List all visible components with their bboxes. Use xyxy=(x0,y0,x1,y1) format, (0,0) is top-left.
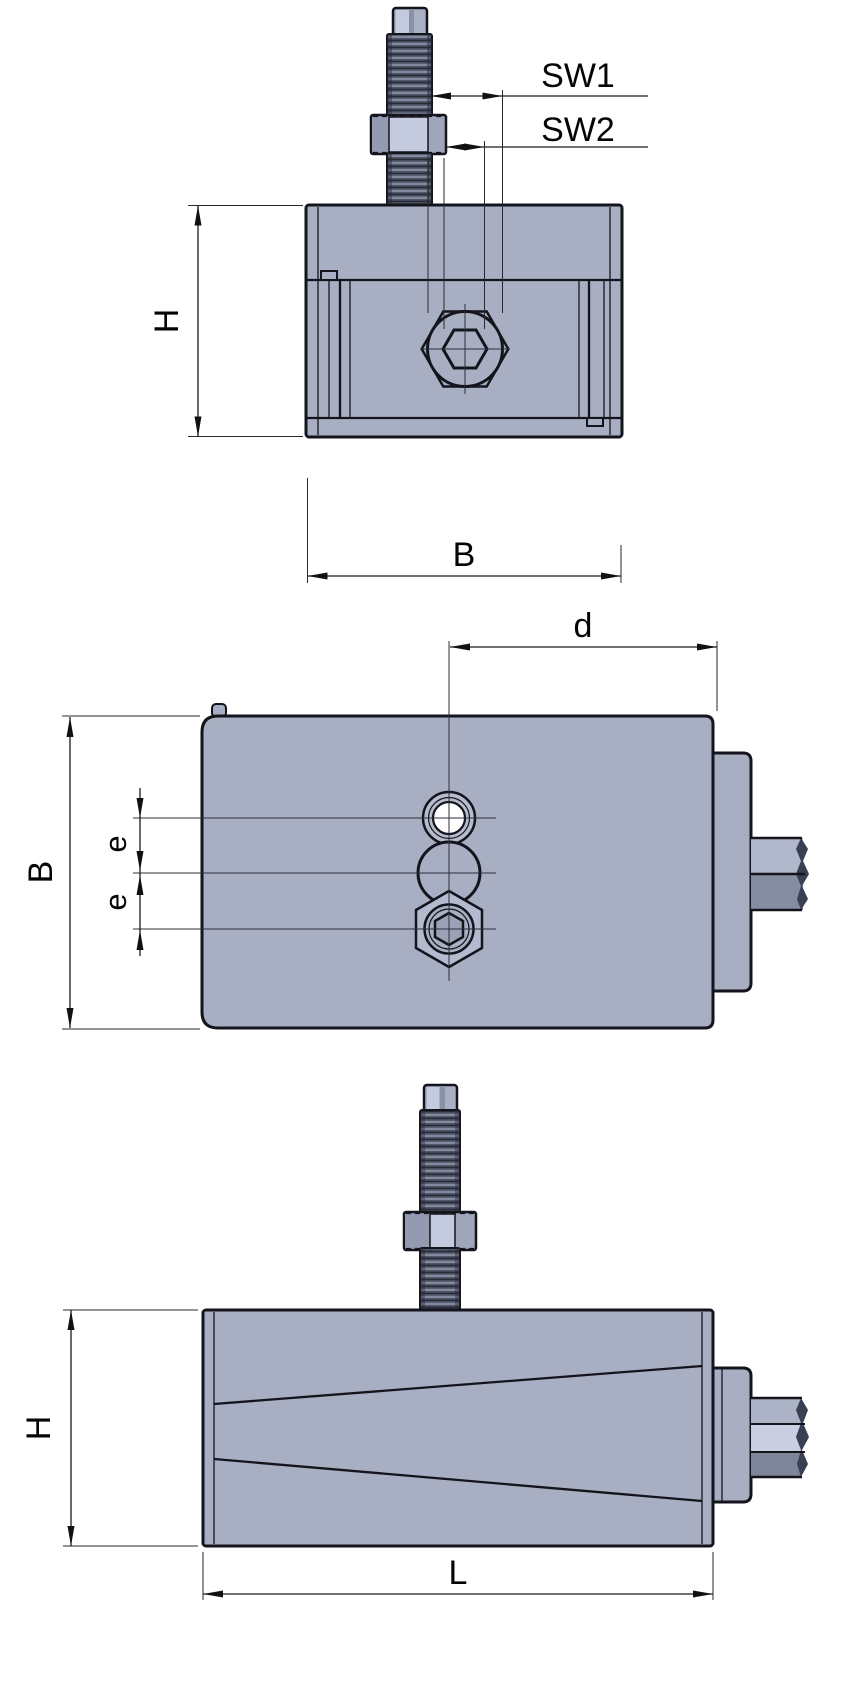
top-shaft xyxy=(751,836,809,912)
dimension-sw2: SW2 xyxy=(443,111,648,329)
shaft-top-half xyxy=(751,838,803,874)
h-side-arrow-bottom xyxy=(67,1526,75,1546)
sw2-arrow-right xyxy=(464,143,485,151)
side-view: H L xyxy=(20,1083,809,1600)
dim-label-b-front: B xyxy=(453,536,476,574)
dimension-l: L xyxy=(202,1552,714,1600)
front-housing xyxy=(304,203,624,439)
dimension-h-side: H xyxy=(20,1309,198,1547)
b-front-arrow-right xyxy=(601,572,621,580)
dimension-e-stack: e e xyxy=(98,788,144,956)
side-body xyxy=(201,1308,715,1548)
side-thread-shade-r xyxy=(455,1110,460,1214)
sw2-arrow-left xyxy=(446,143,466,151)
side-shaft-facet-top xyxy=(751,1398,801,1424)
stud-head-highlight xyxy=(396,10,409,34)
front-threaded-stud xyxy=(369,6,448,207)
side-stud-head-facet xyxy=(440,1086,445,1111)
dimension-h-front: H xyxy=(148,205,303,437)
d-arrow-left xyxy=(450,643,470,651)
nut-facet-center xyxy=(388,116,429,153)
side-thread-shade-l xyxy=(420,1110,425,1214)
top-view: d B e e xyxy=(22,607,809,1030)
e-arrow-4 xyxy=(136,930,144,950)
sw1-arrow-right xyxy=(482,92,503,100)
dim-label-l: L xyxy=(449,1554,468,1592)
side-thread-shade-l2 xyxy=(420,1248,425,1312)
e-arrow-2 xyxy=(136,851,144,871)
h-front-arrow-top xyxy=(194,205,202,226)
dim-label-sw2: SW2 xyxy=(541,111,615,149)
side-nut-facet-center xyxy=(429,1213,456,1249)
front-view: SW1 SW2 H B xyxy=(148,6,648,583)
nut-facet-left xyxy=(372,117,389,152)
b-top-arrow-top xyxy=(66,717,74,737)
thread-shade-right2 xyxy=(427,153,432,206)
stud-thread-lower xyxy=(386,152,433,207)
dim-label-e-lower: e xyxy=(98,893,133,910)
dim-label-h-front: H xyxy=(148,309,186,334)
thread-shade-left2 xyxy=(387,153,392,206)
l-arrow-left xyxy=(203,1590,223,1598)
thread-shade-right xyxy=(427,34,432,118)
side-nut-facet-left xyxy=(405,1214,430,1248)
side-thread-lower xyxy=(419,1247,461,1313)
dim-label-d: d xyxy=(574,607,593,645)
side-stud-head-highlight xyxy=(427,1087,439,1110)
side-shaft-break-edge xyxy=(796,1398,809,1477)
shaft-bottom-half xyxy=(751,874,803,910)
dimension-sw1: SW1 xyxy=(427,57,648,313)
side-taper-line-lower xyxy=(213,1457,703,1503)
dim-label-sw1: SW1 xyxy=(541,57,615,95)
e-arrow-3 xyxy=(136,875,144,895)
side-flange xyxy=(711,1366,753,1504)
sw1-arrow-left xyxy=(431,92,451,100)
thread-shade-left xyxy=(387,34,392,118)
stud-thread-upper xyxy=(386,33,433,119)
side-thread-shade-r2 xyxy=(455,1248,460,1312)
stud-head-facet-line xyxy=(409,9,414,35)
dim-label-h-side: H xyxy=(20,1416,58,1441)
h-side-arrow-top xyxy=(67,1310,75,1330)
side-shaft-facet-mid xyxy=(751,1424,801,1452)
h-front-arrow-bottom xyxy=(194,416,202,437)
d-arrow-right xyxy=(697,643,717,651)
side-taper-line-upper xyxy=(213,1364,703,1406)
e-arrow-1 xyxy=(136,798,144,818)
side-thread-upper xyxy=(419,1109,461,1215)
dim-label-e-upper: e xyxy=(98,835,133,852)
dim-label-b-top: B xyxy=(22,861,60,884)
top-flange xyxy=(711,751,753,993)
b-top-arrow-bottom xyxy=(66,1008,74,1028)
dimension-b-front: B xyxy=(307,478,622,583)
b-front-arrow-left xyxy=(307,572,328,580)
side-shaft xyxy=(751,1396,809,1479)
dimension-b-top: B xyxy=(22,715,200,1030)
side-housing xyxy=(201,1308,809,1548)
front-tab-top-left xyxy=(320,270,338,281)
front-tab-bottom-right xyxy=(586,417,604,427)
dimension-d: d xyxy=(450,607,718,711)
l-arrow-right xyxy=(693,1590,713,1598)
side-shaft-facet-bottom xyxy=(751,1452,801,1477)
side-threaded-stud xyxy=(402,1083,478,1313)
